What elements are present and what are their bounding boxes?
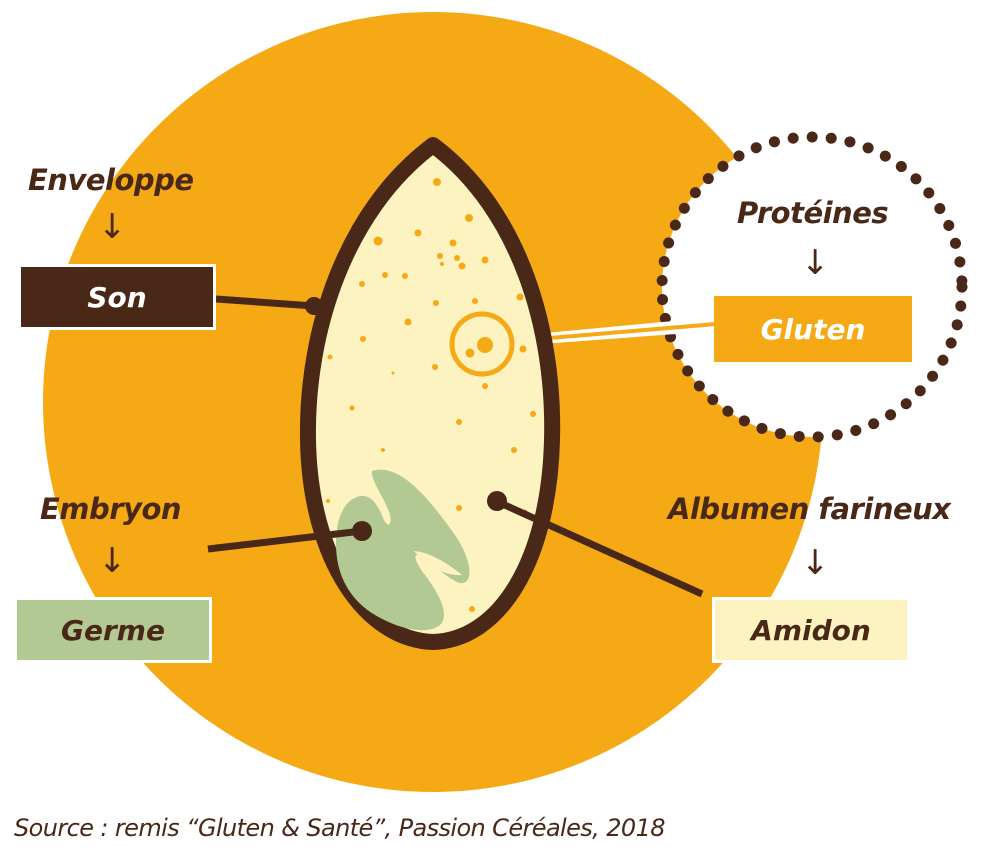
arrow-down-icon: ↓ — [801, 243, 830, 283]
connector-lines — [207, 295, 704, 598]
wheat-grain — [299, 137, 561, 650]
enveloppe-label: Enveloppe — [28, 163, 194, 197]
albumen-label: Albumen farineux — [668, 492, 951, 526]
germ-shape — [335, 469, 470, 631]
amidon-box: Amidon — [712, 597, 910, 663]
son-box: Son — [18, 264, 216, 330]
starch-dots — [326, 178, 536, 612]
gluten-box: Gluten — [714, 296, 912, 362]
arrow-down-icon: ↓ — [98, 207, 127, 247]
germe-box: Germe — [14, 597, 212, 663]
protein-ring — [449, 311, 515, 377]
proteines-label: Protéines — [737, 196, 889, 230]
arrow-down-icon: ↓ — [801, 543, 830, 583]
protein-dotted-circle — [656, 131, 968, 443]
source-caption: Source : remis “Gluten & Santé”, Passion… — [14, 814, 666, 842]
arrow-down-icon: ↓ — [98, 541, 127, 581]
embryon-label: Embryon — [40, 492, 182, 526]
